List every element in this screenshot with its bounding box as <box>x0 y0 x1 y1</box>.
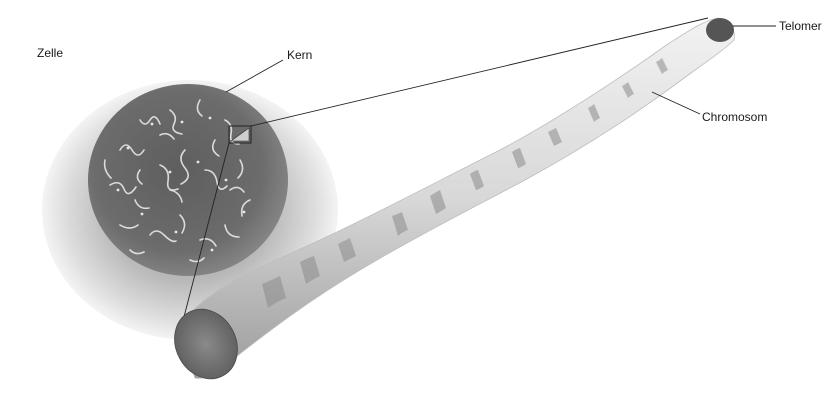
label-cell: Zelle <box>37 46 63 60</box>
label-telomere: Telomer <box>779 19 822 33</box>
label-nucleus: Kern <box>287 48 312 62</box>
label-chromosome: Chromosom <box>702 110 767 124</box>
telomere <box>706 18 734 42</box>
nucleus <box>88 84 288 276</box>
